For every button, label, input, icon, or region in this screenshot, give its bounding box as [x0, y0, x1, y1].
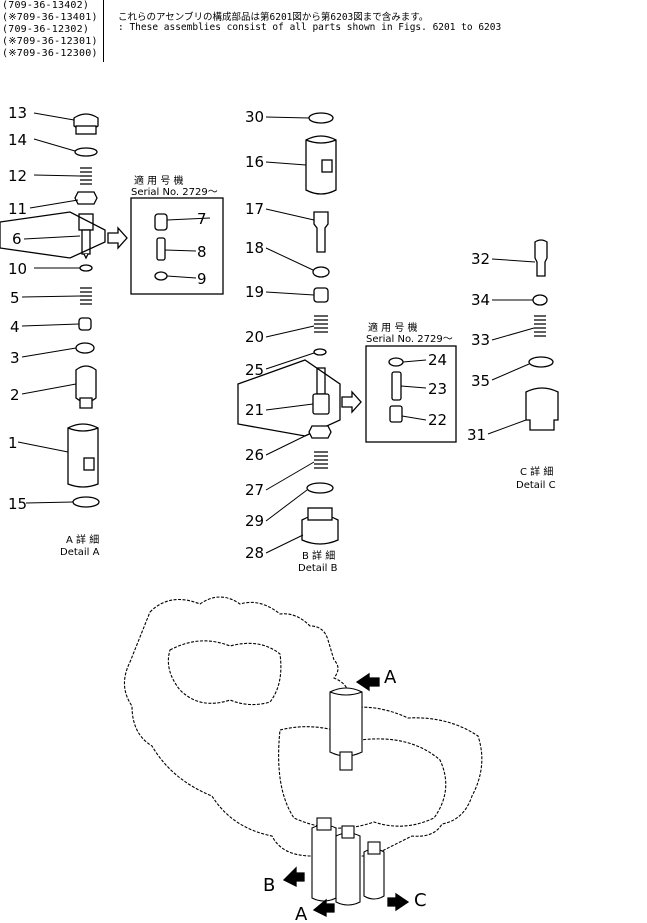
callout-1: 1 — [8, 434, 18, 452]
callout-33: 33 — [471, 331, 490, 349]
callout-30: 30 — [245, 108, 264, 126]
callout-34: 34 — [471, 291, 490, 309]
callout-8: 8 — [197, 243, 207, 261]
serial-box-b — [365, 345, 457, 443]
view-label-b: B — [263, 875, 275, 896]
serial-heading-b-en: Serial No. 2729～ — [366, 334, 453, 345]
detail-c-en: Detail C — [516, 480, 556, 491]
callout-19: 19 — [245, 283, 264, 301]
serial-box-a-parts — [154, 213, 168, 281]
part-number-bracket — [0, 0, 104, 62]
view-arrow-c — [387, 892, 410, 912]
callout-10: 10 — [8, 260, 27, 278]
callout-4: 4 — [10, 318, 20, 336]
detail-a-en: Detail A — [60, 547, 100, 558]
callout-13: 13 — [8, 104, 27, 122]
serial-heading-a-jp: 適 用 号 機 — [134, 174, 184, 187]
view-label-a-bottom: A — [295, 904, 308, 923]
callout-21: 21 — [245, 401, 264, 419]
detail-b-parts — [237, 112, 362, 545]
callout-27: 27 — [245, 481, 264, 499]
detail-b-jp: B 詳 細 — [302, 549, 335, 562]
serial-heading-a-en: Serial No. 2729～ — [131, 187, 218, 198]
callout-22: 22 — [428, 411, 447, 429]
note-english: : These assemblies consist of all parts … — [118, 22, 502, 33]
view-arrow-a-bottom — [312, 898, 335, 918]
callout-35: 35 — [471, 372, 490, 390]
part-number-2: (※709-36-13401) — [2, 12, 98, 23]
part-number-4: (※709-36-12301) — [2, 36, 98, 47]
serial-heading-b-jp: 適 用 号 機 — [368, 321, 418, 334]
valve-assembly-view — [123, 596, 483, 906]
part-number-3: (709-36-12302) — [2, 24, 90, 35]
callout-6: 6 — [12, 230, 22, 248]
detail-a-jp: A 詳 細 — [66, 533, 99, 546]
callout-3: 3 — [10, 349, 20, 367]
callout-18: 18 — [245, 239, 264, 257]
detail-c-parts — [525, 239, 559, 431]
callout-28: 28 — [245, 544, 264, 562]
callout-26: 26 — [245, 446, 264, 464]
serial-box-a — [130, 197, 224, 295]
callout-12: 12 — [8, 167, 27, 185]
view-arrow-b — [282, 866, 305, 888]
view-arrow-a-top — [355, 672, 380, 692]
callout-24: 24 — [428, 351, 447, 369]
callout-16: 16 — [245, 153, 264, 171]
callout-17: 17 — [245, 200, 264, 218]
part-number-5: (※709-36-12300) — [2, 48, 98, 59]
callout-2: 2 — [10, 386, 20, 404]
callout-31: 31 — [467, 426, 486, 444]
callout-15: 15 — [8, 495, 27, 513]
callout-32: 32 — [471, 250, 490, 268]
callout-23: 23 — [428, 380, 447, 398]
callout-29: 29 — [245, 512, 264, 530]
serial-box-b-parts — [388, 357, 404, 423]
callout-25: 25 — [245, 361, 264, 379]
callout-14: 14 — [8, 131, 27, 149]
callout-9: 9 — [197, 270, 207, 288]
detail-c-jp: C 詳 細 — [520, 465, 553, 478]
view-label-c: C — [414, 890, 427, 911]
detail-b-en: Detail B — [298, 563, 338, 574]
callout-5: 5 — [10, 289, 20, 307]
callout-7: 7 — [197, 210, 207, 228]
view-label-a-top: A — [384, 667, 397, 688]
leader-lines — [17, 112, 536, 554]
callout-20: 20 — [245, 328, 264, 346]
callout-11: 11 — [8, 200, 27, 218]
part-number-1: (709-36-13402) — [2, 0, 90, 11]
note-japanese: これらのアセンブリの構成部品は第6201図から第6203図まで含みます。 — [118, 12, 429, 23]
